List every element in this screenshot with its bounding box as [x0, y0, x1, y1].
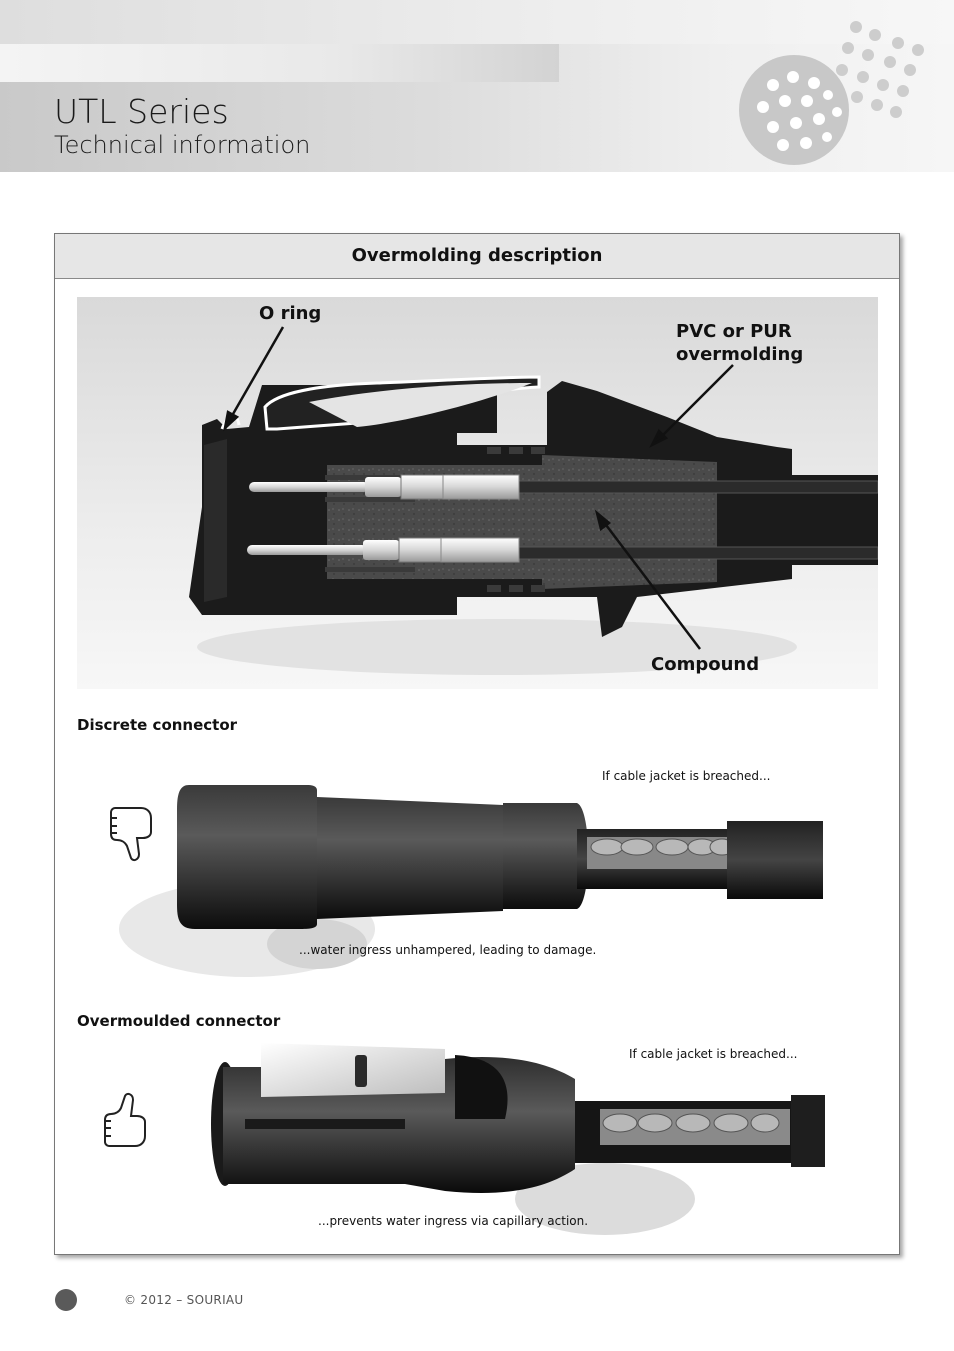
- header-top-strip: [0, 0, 954, 44]
- discrete-caption-top: If cable jacket is breached...: [602, 769, 771, 783]
- page-subtitle: Technical information: [54, 131, 311, 159]
- cross-section-diagram: [77, 297, 878, 689]
- overmolding-panel: Overmolding description: [54, 233, 900, 1255]
- thumbs-down-icon: [110, 807, 152, 862]
- callout-compound: Compound: [651, 654, 760, 675]
- footer-copyright: © 2012 – SOURIAU: [124, 1293, 244, 1307]
- discrete-caption-bottom: ...water ingress unhampered, leading to …: [299, 943, 597, 957]
- overmoulded-connector-image: [211, 1043, 825, 1235]
- thumbs-up-icon: [104, 1092, 146, 1147]
- overmoulded-caption-top: If cable jacket is breached...: [629, 1047, 798, 1061]
- callout-o-ring: O ring: [259, 303, 322, 324]
- header-accent-bar: [0, 44, 559, 82]
- overmoulded-caption-bottom: ...prevents water ingress via capillary …: [318, 1214, 589, 1228]
- callout-overmolding-line1: PVC or PUR: [676, 321, 792, 342]
- dots-logo-icon: [739, 21, 924, 165]
- overmoulded-connector-label: Overmoulded connector: [77, 1012, 281, 1030]
- callout-overmolding-line2: overmolding: [676, 344, 804, 365]
- page-title: UTL Series: [54, 92, 229, 131]
- panel-heading: Overmolding description: [55, 234, 899, 279]
- footer-page-dot: [55, 1289, 77, 1311]
- discrete-connector-label: Discrete connector: [77, 716, 238, 734]
- discrete-connector-image: [119, 785, 823, 977]
